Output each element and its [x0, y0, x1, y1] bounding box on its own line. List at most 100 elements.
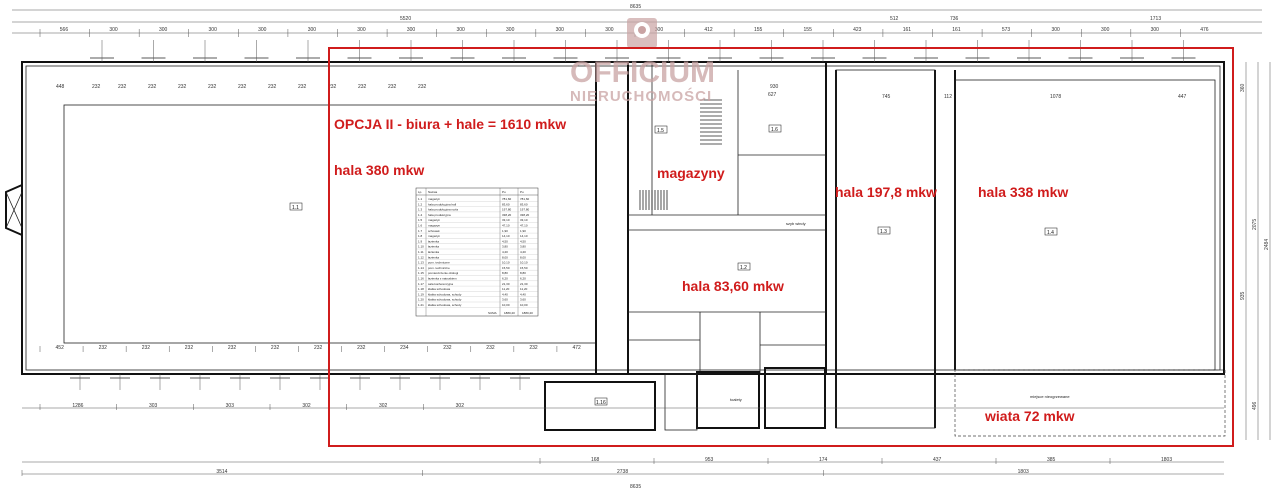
room-table-cell: 21,30 [520, 282, 528, 286]
room-table-cell: 47,10 [502, 224, 510, 228]
top-dim-12: 300 [655, 27, 664, 33]
inner-dim-12: 232 [418, 84, 427, 90]
inner-dim-6: 232 [238, 84, 247, 90]
bottom-dim-r1-10: 232 [486, 345, 495, 351]
top-dim-6: 300 [357, 27, 366, 33]
bottom-dim-r3-2: 174 [819, 457, 828, 463]
building-walls [5, 61, 1226, 437]
annotations: OPCJA II - biura + hale = 1610 mkw hala … [334, 116, 1075, 424]
room-table-cell: 4,20 [502, 250, 508, 254]
room-table-cell: klatka schodowa, schody [428, 303, 462, 307]
top-dim-14: 155 [754, 27, 763, 33]
room-table-cell: 1.8 [418, 234, 423, 238]
room-table-cell: 6,20 [520, 277, 526, 281]
top-dim-10: 300 [556, 27, 565, 33]
room-table-cell: 1.1 [418, 197, 423, 201]
room-table-cell: hala produkcyjna [428, 213, 451, 217]
bottom-dim-r3-4: 385 [1047, 457, 1056, 463]
annotation-hall-380: hala 380 mkw [334, 162, 424, 178]
bottom-dim-r2-0: 1286 [72, 403, 83, 409]
inner-dim-16: 447 [1178, 94, 1187, 100]
bottom-dim-r1-1: 232 [99, 345, 108, 351]
bottom-dim-r2-5: 302 [456, 403, 465, 409]
room-table-cell: 1.17 [418, 282, 424, 286]
bottom-dim-r1-0: 452 [56, 345, 65, 351]
top-dim-23: 476 [1200, 27, 1209, 33]
room-table-cell: 3,60 [502, 298, 508, 302]
bottom-dim-r1-6: 232 [314, 345, 323, 351]
room-table-cell: 1.13 [418, 261, 424, 265]
room-table-cell: 1.18 [418, 287, 424, 291]
room-table-cell: 4,50 [502, 239, 508, 243]
inner-dim-14: 745 [882, 94, 891, 100]
watermark-subtitle: NIERUCHOMOŚCI [570, 87, 712, 105]
top-dim-2: 300 [159, 27, 168, 33]
room-table-cell: schowek [428, 229, 440, 233]
room-table-cell: magazyn [428, 224, 441, 228]
annotation-option: OPCJA II - biura + hale = 1610 mkw [334, 116, 566, 132]
inner-dim-3: 232 [148, 84, 157, 90]
room-table-cell: magazyn [428, 218, 441, 222]
room-tag-1-2: 1.2 [740, 265, 747, 271]
room-table-cell: klatka schodowa, schody [428, 298, 462, 302]
room-table-cell: 15,50 [502, 266, 510, 270]
room-table-cell: magazyn [428, 197, 441, 201]
room-table-total-2: 1880,20 [522, 311, 533, 315]
room-table-cell: 8,80 [502, 271, 508, 275]
room-table-cell: sala konferencyjna [428, 282, 453, 286]
room-table-cell: 1.20 [418, 298, 424, 302]
bottom-dim-r2-3: 302 [302, 403, 311, 409]
room-tag-1-17: 1.16 [596, 400, 606, 406]
room-table-cell: pomieszczenie obsługi [428, 271, 459, 275]
room-table-cell: łazienka z natryskiem [428, 277, 457, 281]
room-table-cell: 1.14 [418, 266, 424, 270]
room-table-cell: 1,90 [520, 229, 526, 233]
bottom-dim-r3-1: 953 [705, 457, 714, 463]
room-tag-1-3: 1.3 [880, 229, 887, 235]
right-dim-3: 935 [1240, 291, 1246, 300]
top-dim-22: 300 [1151, 27, 1160, 33]
room-table-cell: 3,60 [520, 298, 526, 302]
inner-dim-13: 930 [770, 84, 779, 90]
bottom-dim-r4-0: 3514 [216, 469, 227, 475]
annotation-hall-197: hala 197,8 mkw [835, 184, 937, 200]
room-table-cell: 8,00 [502, 255, 508, 259]
bottom-dim-r1-8: 234 [400, 345, 409, 351]
annotation-storage: magazyny [657, 165, 725, 181]
watermark-logo-icon [627, 18, 657, 48]
bottom-dim-r2-4: 302 [379, 403, 388, 409]
watermark: OFFICIUM NIERUCHOMOŚCI [570, 18, 715, 105]
top-dim-5: 300 [308, 27, 317, 33]
inner-dim-10: 232 [358, 84, 367, 90]
room-table-cell: 83,60 [520, 202, 528, 206]
bottom-dim-r1-11: 232 [529, 345, 538, 351]
room-table-cell: 83,60 [502, 202, 510, 206]
room-table-cell: pom. techniczne [428, 266, 450, 270]
bottom-dim-r1-9: 232 [443, 345, 452, 351]
room-table-cell: 11,20 [502, 287, 510, 291]
room-table-cell: 1.5 [418, 218, 423, 222]
bottom-dim-r1-7: 232 [357, 345, 366, 351]
room-table-cell: 1.15 [418, 271, 424, 275]
room-tag-1-6: 1.6 [771, 127, 778, 133]
room-tags: 1.1 1.5 1.6 1.2 1.3 1.4 1.16 toalety mie… [289, 124, 1070, 406]
room-table-cell: 10,00 [520, 303, 528, 307]
bottom-dim-r3-3: 437 [933, 457, 942, 463]
room-table-cell: hala produkcyjna rozla [428, 208, 458, 212]
room-table-cell: 338,20 [502, 213, 512, 217]
room-table-cell: 3,80 [520, 245, 526, 249]
bottom-dim-r3-5: 1803 [1161, 457, 1172, 463]
right-dim-2: 2484 [1264, 239, 1270, 250]
room-table-cell: 1,90 [502, 229, 508, 233]
bottom-dim-r1-3: 232 [185, 345, 194, 351]
top-dim-19: 573 [1002, 27, 1011, 33]
bottom-dim-r1-2: 232 [142, 345, 151, 351]
inner-dim-9: 232 [328, 84, 337, 90]
bottom-dim-r2-1: 303 [149, 403, 158, 409]
inner-dim-4: 232 [178, 84, 187, 90]
